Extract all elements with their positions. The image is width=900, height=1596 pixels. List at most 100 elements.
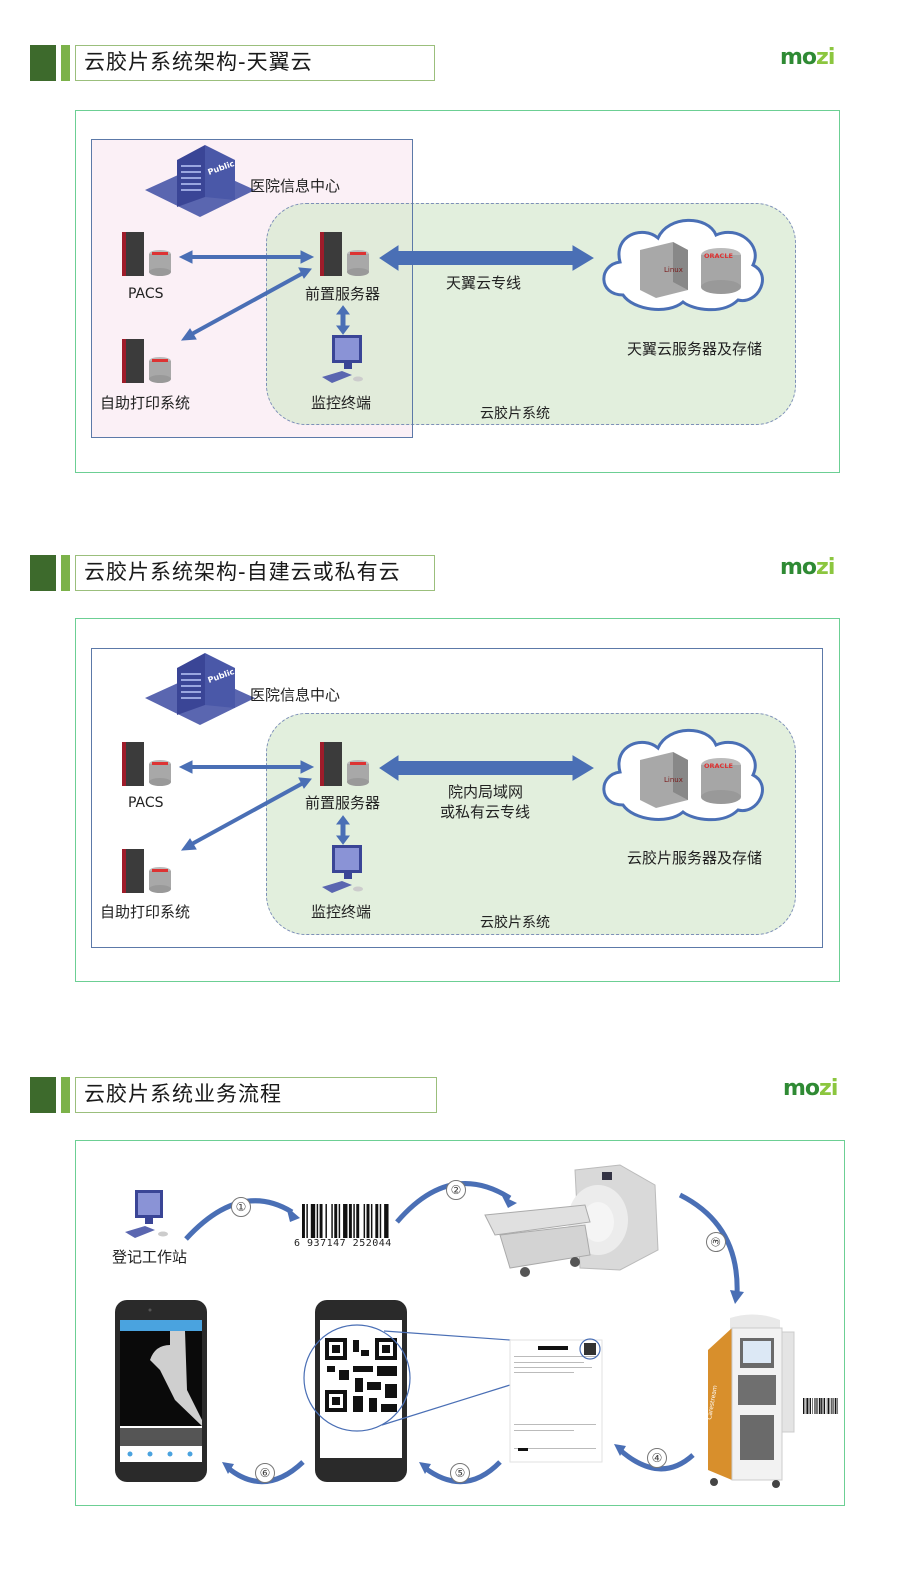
step-5-marker: ⑤	[450, 1463, 470, 1483]
step-6-marker: ⑥	[255, 1463, 275, 1483]
flow-arrow-3	[678, 1192, 740, 1296]
barcode-bar	[302, 1204, 305, 1238]
barcode-bar	[334, 1204, 338, 1238]
logo-text: mo	[780, 45, 817, 70]
barcode-bar	[808, 1398, 810, 1414]
mozi-logo: mozi	[780, 555, 835, 580]
arrow-link-body	[395, 251, 573, 265]
self-print-label: 自助打印系统	[100, 903, 191, 921]
self-print-label: 自助打印系统	[100, 394, 191, 412]
barcode-bar	[831, 1398, 833, 1414]
self-service-kiosk-icon: Carestream	[706, 1314, 795, 1488]
barcode-bar	[827, 1398, 830, 1414]
mozi-logo: mozi	[780, 45, 835, 70]
arrow-print-front	[189, 270, 306, 337]
barcode-bar	[834, 1398, 837, 1414]
barcode-bar	[348, 1204, 352, 1238]
pacs-server-icon	[122, 232, 171, 276]
monitor-terminal-icon	[322, 845, 363, 893]
barcode-bar	[379, 1204, 382, 1238]
barcode-number: 6 937147 252044	[294, 1238, 392, 1249]
barcode-icon	[302, 1204, 389, 1238]
cloud-icon: Linux ORACLE	[602, 218, 764, 312]
hospital-center-label: 医院信息中心	[250, 177, 341, 195]
step-4-marker: ④	[647, 1448, 667, 1468]
barcode-bar	[356, 1204, 360, 1238]
logo-leaf: zi	[816, 555, 835, 580]
barcode-bar	[803, 1398, 805, 1414]
barcode-bar	[829, 1398, 831, 1414]
barcode-bar	[812, 1398, 813, 1414]
section-title: 云胶片系统架构-天翼云	[75, 45, 435, 81]
monitor-label: 监控终端	[311, 394, 372, 412]
barcode-bar	[826, 1398, 828, 1414]
barcode-bar	[817, 1398, 818, 1414]
film-report-document-icon	[509, 1338, 603, 1463]
self-print-server-icon	[122, 339, 171, 383]
barcode-bar	[370, 1204, 373, 1238]
mozi-logo: mozi	[783, 1076, 838, 1101]
hospital-building-icon: Public	[145, 653, 255, 725]
header-marker-light	[61, 555, 70, 591]
header-marker-dark	[30, 45, 56, 81]
hospital-building-icon: Public	[145, 145, 255, 217]
barcode-bar	[809, 1398, 811, 1414]
barcode-bar	[353, 1204, 355, 1238]
front-server-label: 前置服务器	[305, 794, 381, 812]
logo-text: mo	[780, 555, 817, 580]
front-server-icon	[320, 232, 369, 276]
barcode-bar	[343, 1204, 348, 1238]
cloud-system-label: 云胶片系统	[480, 406, 550, 422]
barcode-bar	[815, 1398, 817, 1414]
barcode-bar	[331, 1204, 333, 1238]
linux-label: Linux	[664, 776, 683, 784]
barcode-bar	[338, 1204, 341, 1238]
section-title: 云胶片系统架构-自建云或私有云	[75, 555, 435, 591]
barcode-bar	[366, 1204, 370, 1238]
header-marker-dark	[30, 1077, 56, 1113]
connection-arrows	[178, 245, 594, 341]
step-1-marker: ①	[231, 1197, 251, 1217]
step-2-marker: ②	[446, 1180, 466, 1200]
cloud-storage-label: 天翼云服务器及存储	[627, 340, 763, 358]
header-marker-light	[61, 45, 70, 81]
barcode-bar	[363, 1204, 366, 1238]
cloud-storage-label: 云胶片服务器及存储	[627, 849, 763, 867]
pacs-label: PACS	[128, 795, 164, 811]
pacs-server-icon	[122, 742, 171, 786]
oracle-label: ORACLE	[704, 252, 733, 260]
section-title: 云胶片系统业务流程	[75, 1077, 437, 1113]
barcode-bar	[310, 1204, 316, 1238]
kiosk-barcode-icon	[803, 1398, 838, 1414]
barcode-bar	[837, 1398, 838, 1414]
barcode-bar	[375, 1204, 379, 1238]
header-marker-dark	[30, 555, 56, 591]
logo-leaf: zi	[816, 45, 835, 70]
barcode-bar	[818, 1398, 821, 1414]
front-server-icon	[320, 742, 369, 786]
hospital-zone-border	[91, 139, 413, 438]
barcode-bar	[306, 1204, 308, 1238]
flow-arrow-4	[618, 1448, 695, 1472]
mri-scanner-icon	[484, 1164, 659, 1277]
barcode-bar	[319, 1204, 323, 1238]
barcode-bar	[823, 1398, 826, 1414]
barcode-bar	[325, 1204, 327, 1238]
barcode-bar	[316, 1204, 319, 1238]
registration-label: 登记工作站	[112, 1248, 188, 1266]
phone-xray-viewer-icon	[115, 1300, 207, 1482]
logo-text: mo	[783, 1076, 820, 1101]
pacs-label: PACS	[128, 286, 164, 302]
barcode-bar	[833, 1398, 834, 1414]
connection-arrows	[178, 755, 594, 851]
registration-workstation-icon	[125, 1190, 168, 1238]
oracle-label: ORACLE	[704, 762, 733, 770]
self-print-server-icon	[122, 849, 171, 893]
barcode-bar	[821, 1398, 823, 1414]
logo-leaf: zi	[819, 1076, 838, 1101]
front-server-label: 前置服务器	[305, 285, 381, 303]
barcode-bar	[384, 1204, 389, 1238]
header-marker-light	[61, 1077, 70, 1113]
link-label-line2: 或私有云专线	[440, 803, 531, 821]
